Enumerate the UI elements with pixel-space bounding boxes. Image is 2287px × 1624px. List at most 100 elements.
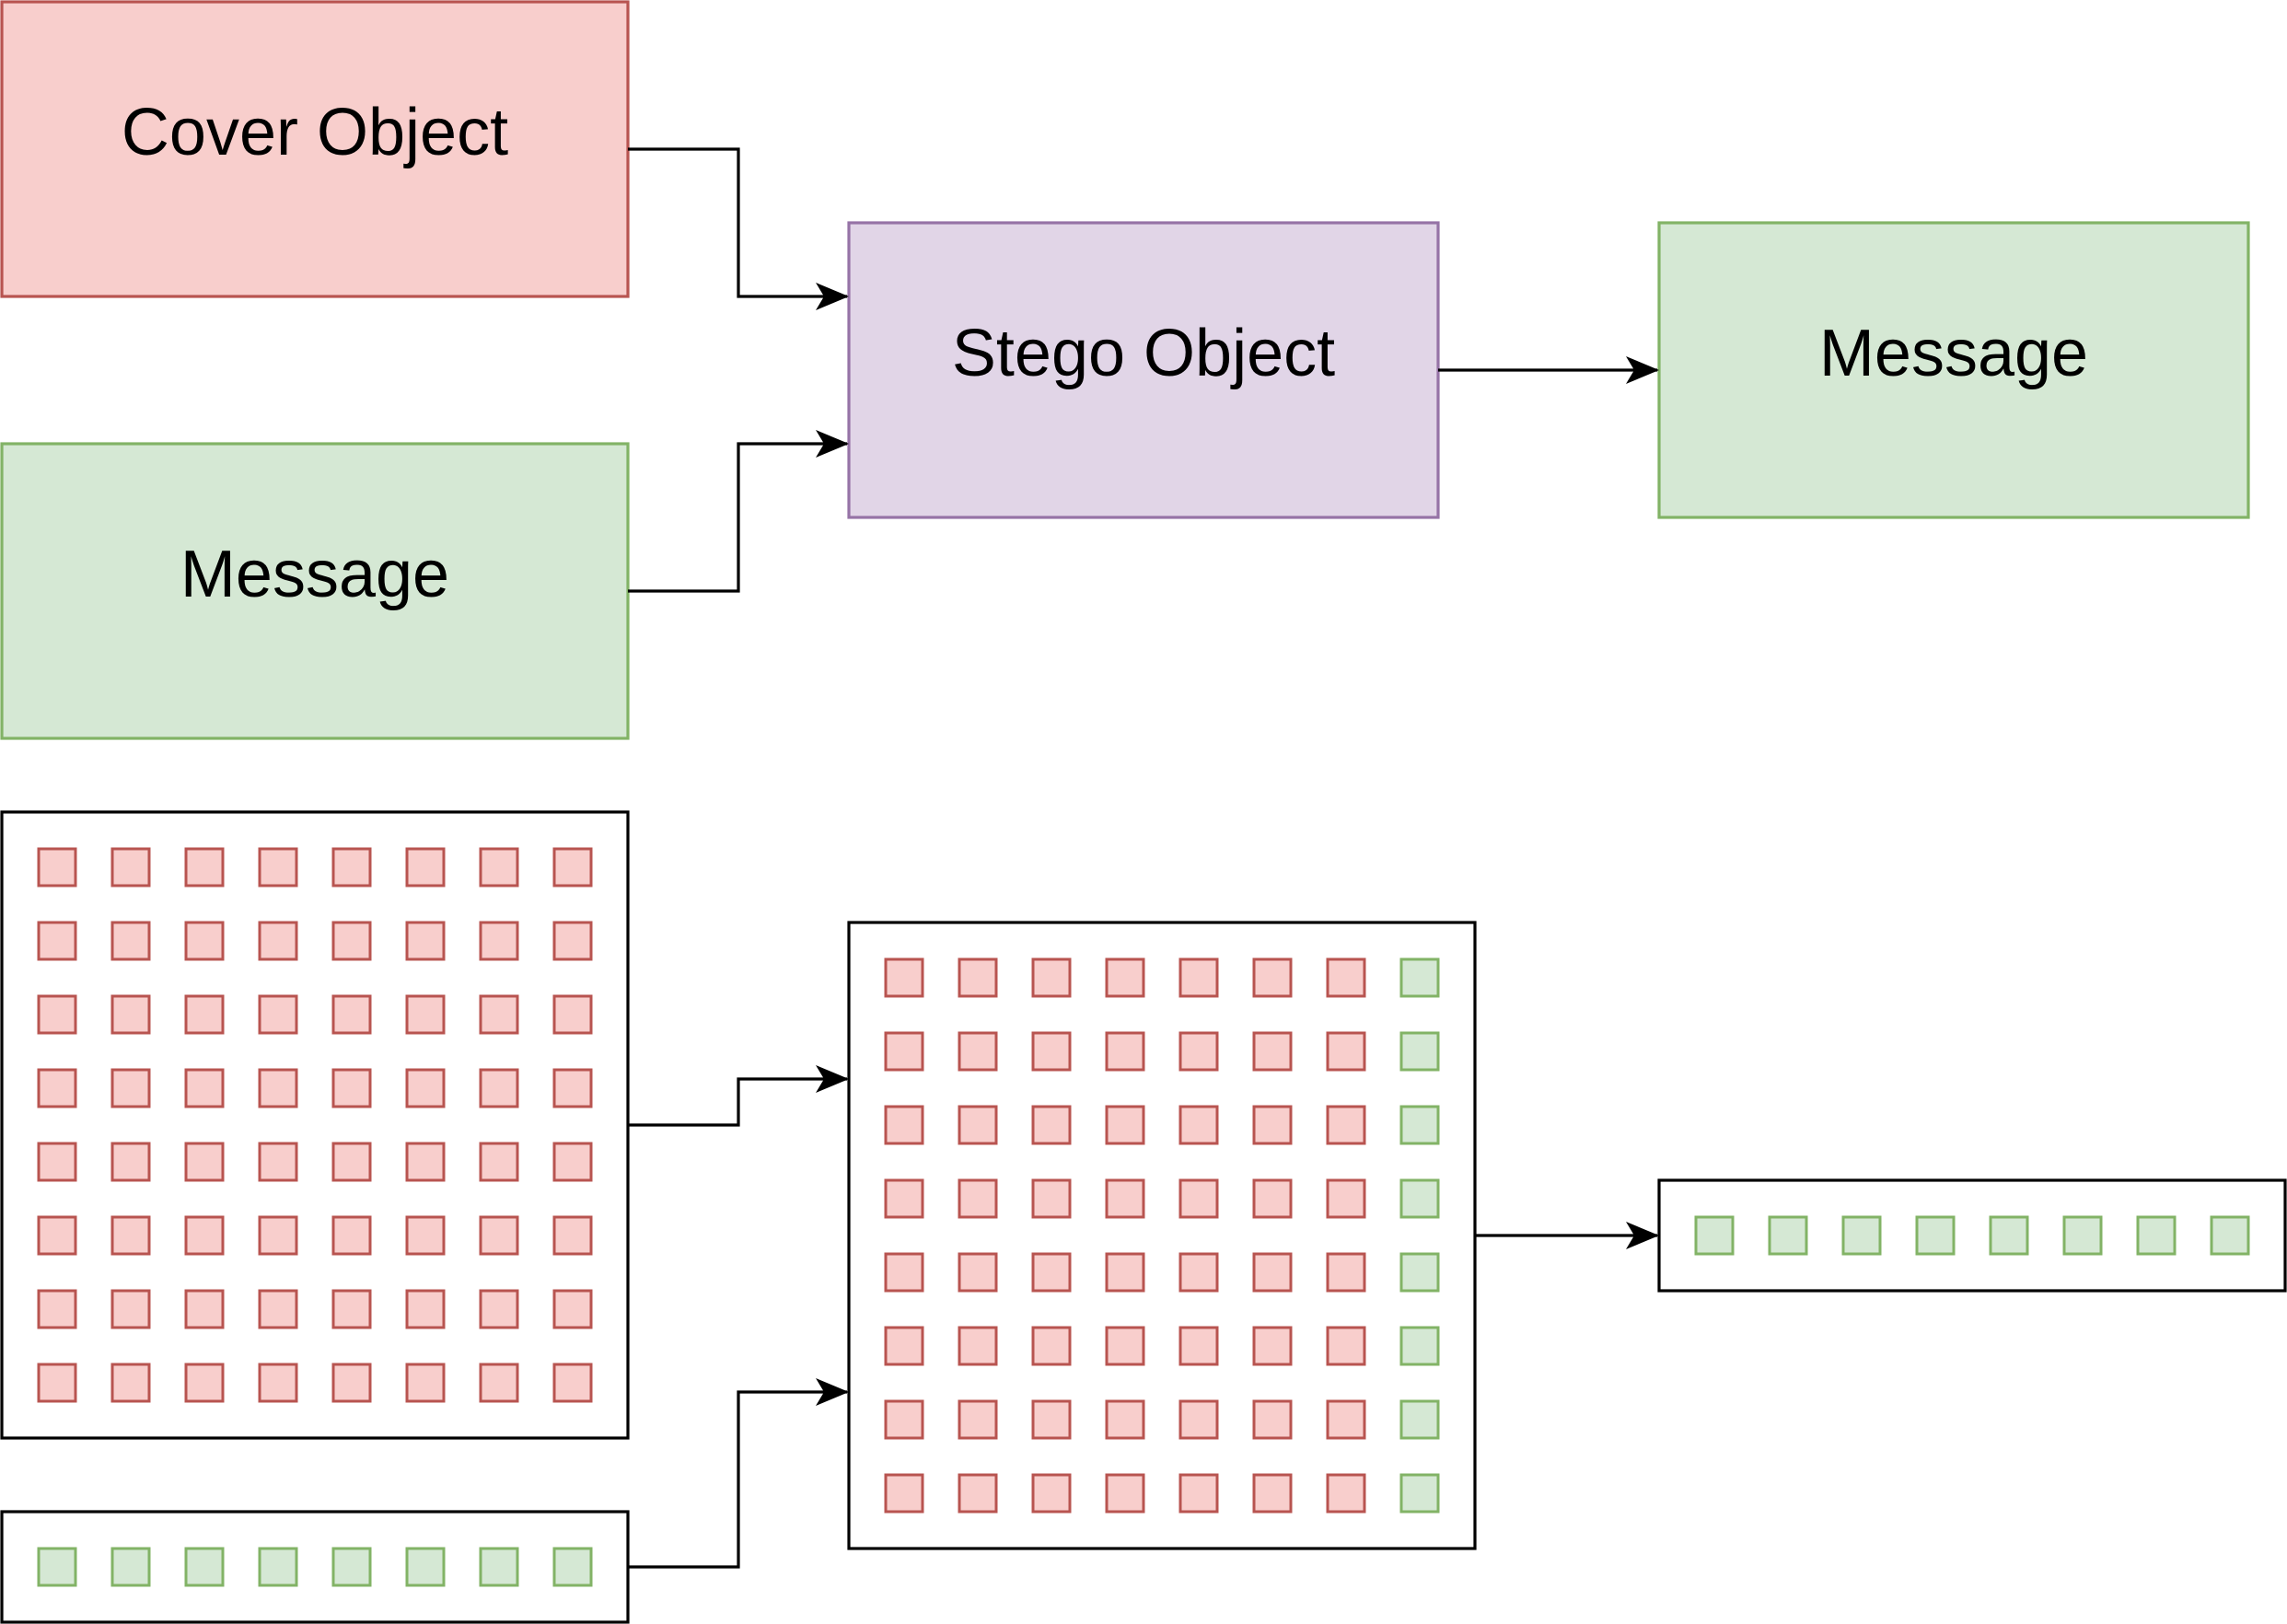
stego-object-node: Stego Object: [847, 221, 1440, 519]
cover-pixel-cell: [884, 1178, 924, 1219]
message-bit-cell: [479, 1547, 519, 1587]
cover-pixel-cell: [1326, 1252, 1366, 1293]
message-bit-cell: [258, 1547, 298, 1587]
cover-pixel-cell: [1178, 1399, 1219, 1440]
cover-pixel-cell: [1178, 1178, 1219, 1219]
cover-pixel-cell: [1326, 1031, 1366, 1072]
cover-pixel-cell: [1326, 1105, 1366, 1145]
cover-pixel-cell: [110, 1289, 151, 1329]
cover-pixel-cell: [1031, 1399, 1072, 1440]
cover-pixel-cell: [1031, 1031, 1072, 1072]
arrow-cover-grid-to-stego-grid: [628, 1065, 849, 1127]
cover-pixel-cell: [258, 921, 298, 961]
cover-pixel-cell: [958, 957, 998, 998]
cover-pixel-cell: [884, 1399, 924, 1440]
cover-pixel-cell: [479, 994, 519, 1035]
cover-pixel-cell: [37, 921, 77, 961]
cover-pixel-cell: [184, 1289, 225, 1329]
cover-pixel-cell: [37, 1068, 77, 1108]
message-bit-cell: [1399, 1178, 1440, 1219]
cover-pixel-cell: [1252, 957, 1293, 998]
cover-pixel-cell: [184, 847, 225, 887]
message-bit-cell: [1989, 1215, 2029, 1256]
cover-pixel-cell: [331, 994, 372, 1035]
message-bit-cell: [1399, 1105, 1440, 1145]
cover-pixel-cell: [184, 1142, 225, 1182]
arrow-cover-to-stego: [628, 147, 849, 310]
cover-pixel-cell: [258, 1215, 298, 1256]
cover-pixel-cell: [1105, 1399, 1145, 1440]
cover-pixel-cell: [1031, 1252, 1072, 1293]
cover-pixel-grid: [0, 810, 630, 1440]
message-bit-cell: [1841, 1215, 1882, 1256]
stego-grid-frame: [847, 921, 1477, 1550]
cover-pixel-cell: [1326, 957, 1366, 998]
message-input-box: [0, 442, 630, 740]
message-strip-frame: [0, 1510, 630, 1624]
cover-pixel-cell: [552, 1363, 593, 1403]
message-bit-strip: [0, 1510, 630, 1624]
cover-pixel-cell: [1105, 1105, 1145, 1145]
cover-pixel-cell: [479, 1363, 519, 1403]
cover-pixel-cell: [1252, 1031, 1293, 1072]
cover-pixel-cell: [405, 1215, 446, 1256]
cover-pixel-cell: [479, 1068, 519, 1108]
cover-pixel-cell: [110, 1068, 151, 1108]
cover-pixel-cell: [958, 1399, 998, 1440]
cover-pixel-cell: [258, 1363, 298, 1403]
cover-pixel-cell: [184, 1215, 225, 1256]
stego-grid-cells: [884, 957, 1440, 1514]
cover-pixel-cell: [1326, 1473, 1366, 1514]
cover-pixel-cell: [1031, 1326, 1072, 1366]
cover-pixel-cell: [552, 921, 593, 961]
cover-pixel-cell: [1105, 1473, 1145, 1514]
message-bit-cell: [1399, 957, 1440, 998]
cover-pixel-cell: [1031, 1105, 1072, 1145]
cover-pixel-cell: [184, 1068, 225, 1108]
arrow-message-strip-to-stego-grid: [628, 1378, 849, 1569]
message-bit-cell: [1399, 1326, 1440, 1366]
cover-pixel-cell: [1252, 1178, 1293, 1219]
cover-pixel-cell: [110, 1215, 151, 1256]
cover-pixel-cell: [1252, 1252, 1293, 1293]
cover-pixel-cell: [1031, 957, 1072, 998]
cover-pixel-cell: [884, 957, 924, 998]
stego-object-box: [847, 221, 1440, 519]
cover-pixel-cell: [479, 1289, 519, 1329]
cover-pixel-cell: [958, 1105, 998, 1145]
cover-pixel-cell: [331, 1215, 372, 1256]
cover-pixel-cell: [331, 1142, 372, 1182]
cover-pixel-cell: [1326, 1399, 1366, 1440]
cover-pixel-cell: [552, 1142, 593, 1182]
stego-pixel-grid: [847, 921, 1477, 1550]
cover-pixel-cell: [1178, 1326, 1219, 1366]
cover-pixel-cell: [1252, 1473, 1293, 1514]
cover-pixel-cell: [479, 1142, 519, 1182]
cover-pixel-cell: [184, 1363, 225, 1403]
output-strip-frame: [1657, 1178, 2287, 1293]
cover-pixel-cell: [1252, 1399, 1293, 1440]
message-output-label: Message: [1819, 317, 2088, 390]
cover-pixel-cell: [405, 1142, 446, 1182]
cover-pixel-cell: [958, 1326, 998, 1366]
message-input-node: Message: [0, 442, 630, 740]
cover-grid-frame: [0, 810, 630, 1440]
cover-pixel-cell: [331, 847, 372, 887]
cover-pixel-cell: [405, 1068, 446, 1108]
cover-pixel-cell: [479, 847, 519, 887]
message-bit-cell: [1694, 1215, 1735, 1256]
cover-pixel-cell: [331, 1289, 372, 1329]
cover-pixel-cell: [552, 1068, 593, 1108]
cover-pixel-cell: [958, 1031, 998, 1072]
message-bit-cell: [110, 1547, 151, 1587]
cover-pixel-cell: [552, 847, 593, 887]
cover-pixel-cell: [1178, 1473, 1219, 1514]
message-bit-cell: [1399, 1399, 1440, 1440]
cover-pixel-cell: [1105, 1326, 1145, 1366]
cover-pixel-cell: [258, 1068, 298, 1108]
cover-pixel-cell: [884, 1031, 924, 1072]
cover-pixel-cell: [552, 994, 593, 1035]
cover-pixel-cell: [884, 1105, 924, 1145]
message-strip-cells: [37, 1547, 593, 1587]
cover-pixel-cell: [184, 921, 225, 961]
